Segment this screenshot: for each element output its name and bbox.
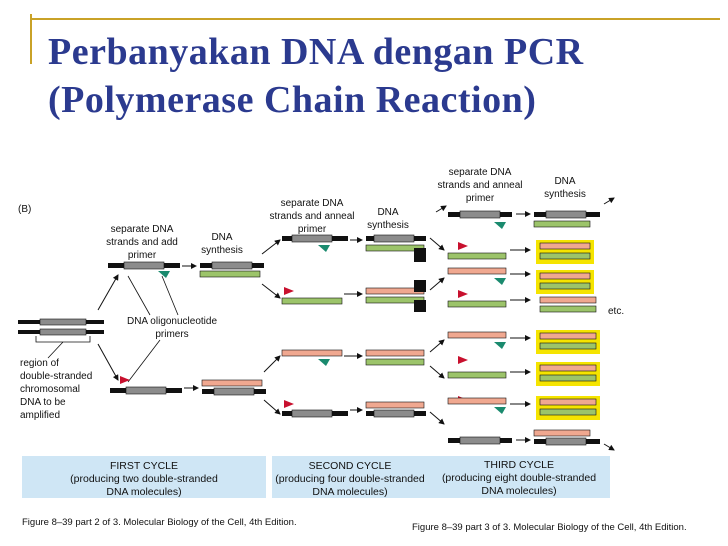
label-region-5: amplified xyxy=(20,410,60,421)
third-cycle-line2: DNA molecules) xyxy=(481,485,556,497)
label-region-3: chromosomal xyxy=(20,384,80,395)
label-separate-anneal-1: separate DNA xyxy=(281,198,344,209)
cycle1-top-template xyxy=(108,261,180,278)
cycle3-row-1 xyxy=(448,210,512,229)
caption-right: Figure 8–39 part 3 of 3. Molecular Biolo… xyxy=(412,522,687,533)
label-dna-synthesis-3b: synthesis xyxy=(544,189,586,200)
original-dna xyxy=(18,318,104,336)
label-region-4: DNA to be xyxy=(20,397,66,408)
caption-left: Figure 8–39 part 2 of 3. Molecular Biolo… xyxy=(22,517,297,528)
cycle3-row-4 xyxy=(447,290,507,308)
cycle2-product-4 xyxy=(365,401,426,418)
cycle1-bottom-template xyxy=(110,376,182,395)
cycle2-template-2 xyxy=(281,287,343,305)
first-cycle-box xyxy=(22,456,266,498)
arrow-continue-bottom xyxy=(603,443,615,451)
cycle3-product-6-highlight xyxy=(536,362,600,386)
label-separate-anneal-2: strands and anneal xyxy=(269,211,354,222)
cycle2-product-2 xyxy=(365,280,426,312)
label-dna-synthesis-1b: synthesis xyxy=(201,245,243,256)
top-rule xyxy=(30,18,720,20)
cycle3-product-8 xyxy=(533,429,600,446)
arrow-c2-3 xyxy=(263,355,281,373)
cycle2-product-3 xyxy=(365,349,425,366)
arrow-c2-4 xyxy=(263,399,281,415)
region-bracket xyxy=(35,336,91,359)
cycle3-row-7 xyxy=(447,396,507,414)
arrow-c3-3 xyxy=(429,339,445,353)
second-cycle-line2: DNA molecules) xyxy=(312,486,387,498)
cycle1-top-product xyxy=(199,261,264,278)
panel-label: (B) xyxy=(18,204,31,215)
cycle3-row-6 xyxy=(447,356,507,379)
second-cycle-box xyxy=(272,456,430,498)
label-region-2: double-stranded xyxy=(20,371,92,382)
label-separate-anneal-b3: primer xyxy=(466,193,495,204)
arrow-c2-1 xyxy=(261,239,281,255)
cycle2-template-1 xyxy=(282,234,348,252)
arrow-c3-4 xyxy=(429,365,445,379)
title-line-1: Perbanyakan DNA dengan PCR xyxy=(48,31,584,73)
first-cycle-title: FIRST CYCLE xyxy=(110,460,178,472)
second-cycle-title: SECOND CYCLE xyxy=(309,460,392,472)
cycle2-product-1 xyxy=(365,234,426,262)
third-cycle-box xyxy=(430,456,610,498)
left-rule xyxy=(30,14,32,64)
cycle2-template-3 xyxy=(281,349,343,366)
label-separate-anneal-3: primer xyxy=(298,224,327,235)
label-oligo-1: DNA oligonucleotide xyxy=(127,316,217,327)
label-dna-synthesis-2b: synthesis xyxy=(367,220,409,231)
third-cycle-title: THIRD CYCLE xyxy=(484,459,554,471)
arrow-c2-2 xyxy=(261,283,281,299)
arrow-c3-6 xyxy=(435,205,447,213)
cycle3-row-2 xyxy=(447,242,507,260)
cycle3-product-5-highlight xyxy=(536,330,600,354)
cycle3-product-3-highlight xyxy=(536,270,594,294)
title-line-2: (Polymerase Chain Reaction) xyxy=(48,79,537,121)
oligo-pointer-left xyxy=(127,275,151,316)
label-separate-anneal-b1: separate DNA xyxy=(449,167,512,178)
first-cycle-line1: (producing two double-stranded xyxy=(70,473,218,485)
cycle3-row-3 xyxy=(447,267,507,285)
label-etc: etc. xyxy=(608,306,624,317)
label-separate-add-2: strands and add xyxy=(106,237,178,248)
arrow-to-bottom-strand xyxy=(97,343,119,381)
arrow-to-top-strand xyxy=(97,274,119,311)
slide-title: Perbanyakan DNA dengan PCR (Polymerase C… xyxy=(48,28,584,124)
arrow-c3-1 xyxy=(429,237,445,251)
cycle3-row-5 xyxy=(447,331,507,349)
cycle3-product-7-highlight xyxy=(536,396,600,420)
cycle1-bottom-product xyxy=(201,379,266,396)
label-separate-anneal-b2: strands and anneal xyxy=(437,180,522,191)
label-oligo-2: primers xyxy=(155,329,188,340)
third-cycle-line1: (producing eight double-stranded xyxy=(442,472,596,484)
cycle3-row-8 xyxy=(448,436,512,445)
label-separate-add-1: separate DNA xyxy=(111,224,174,235)
arrow-continue-top xyxy=(603,197,615,205)
cycle3-product-1 xyxy=(533,210,600,228)
label-dna-synthesis-1a: DNA xyxy=(211,232,232,243)
label-dna-synthesis-2a: DNA xyxy=(377,207,398,218)
cycle3-product-2-highlight xyxy=(536,240,594,264)
oligo-pointer-bottom xyxy=(127,339,161,383)
oligo-pointer-right xyxy=(161,275,179,316)
label-separate-add-3: primer xyxy=(128,250,157,261)
arrow-c3-2 xyxy=(429,277,445,291)
arrow-c3-5 xyxy=(429,411,445,425)
first-cycle-line2: DNA molecules) xyxy=(106,486,181,498)
label-region-1: region of xyxy=(20,358,59,369)
label-dna-synthesis-3a: DNA xyxy=(554,176,575,187)
cycle3-product-4 xyxy=(539,296,597,313)
second-cycle-line1: (producing four double-stranded xyxy=(275,473,425,485)
cycle2-template-4 xyxy=(282,400,348,418)
